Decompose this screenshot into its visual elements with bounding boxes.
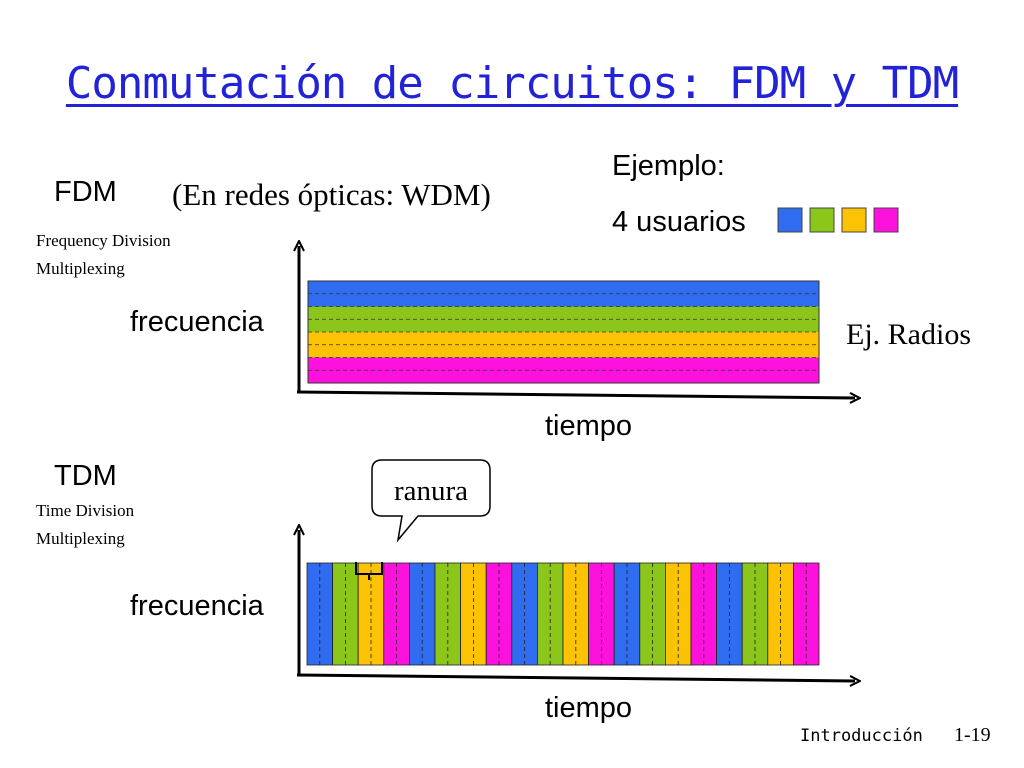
example-label: Ejemplo: [612, 150, 725, 182]
users-label: 4 usuarios [612, 206, 746, 238]
fdm-y-axis-label: frecuencia [130, 306, 264, 338]
fdm-full-name-line-2: Multiplexing [36, 259, 125, 278]
fdm-x-axis-label: tiempo [545, 410, 633, 442]
fdm-example-note: Ej. Radios [846, 318, 971, 351]
tdm-label: TDM [54, 460, 117, 492]
fdm-label: FDM [54, 176, 117, 208]
legend-swatch-user-2 [809, 207, 835, 233]
slot-callout-text: ranura [394, 475, 468, 507]
tdm-full-name-line-2: Multiplexing [36, 529, 125, 548]
fdm-band-outline [307, 280, 820, 384]
legend-swatch-user-1 [777, 207, 803, 233]
slide-title: Conmutación de circuitos: FDM y TDM [65, 58, 959, 109]
tdm-x-axis [296, 673, 855, 681]
tdm-x-axis-label: tiempo [545, 692, 633, 724]
tdm-full-name-line-1: Time Division [36, 501, 135, 520]
user-legend [777, 207, 899, 233]
fdm-optical-note: (En redes ópticas: WDM) [172, 177, 491, 212]
tdm-time-slots [306, 562, 820, 666]
legend-swatch-user-4 [873, 207, 899, 233]
fdm-full-name-line-1: Frequency Division [36, 231, 171, 250]
fdm-x-axis [296, 390, 855, 398]
footer-section: Introducción [800, 726, 923, 746]
legend-swatch-user-3 [841, 207, 867, 233]
footer-page-number: 1-19 [954, 724, 991, 746]
slot-indicator [355, 562, 383, 580]
tdm-y-axis-label: frecuencia [130, 590, 264, 622]
fdm-frequency-bands [307, 280, 820, 384]
slot-callout-bubble [371, 459, 491, 543]
